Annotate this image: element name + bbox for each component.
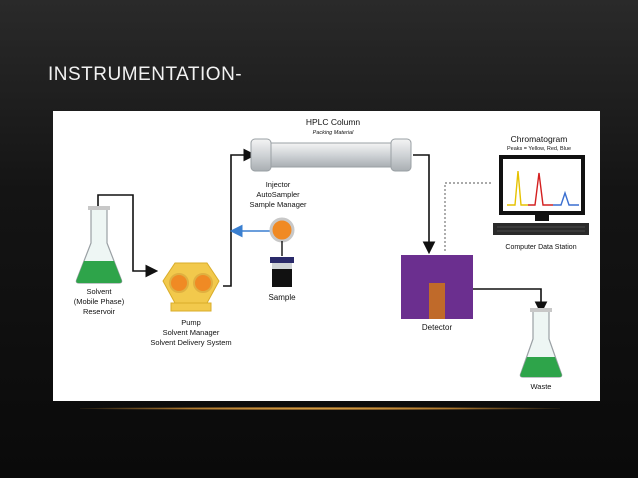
injector-label-2: AutoSampler [256,190,300,199]
detector-to-computer-signal [444,182,493,251]
hplc-column: HPLC Column Packing Material [250,117,412,172]
solvent-label-3: Reservoir [83,307,116,316]
sample-label: Sample [268,293,296,302]
hplc-diagram-svg: HPLC Column Packing Material Injector Au… [74,117,589,391]
peak-blue [553,190,579,206]
keyboard [493,223,589,235]
column-label: HPLC Column [306,117,361,127]
detector-cell [429,283,445,319]
injector-label-3: Sample Manager [249,200,307,209]
hplc-diagram: HPLC Column Packing Material Injector Au… [53,111,600,401]
pump: Pump Solvent Manager Solvent Delivery Sy… [150,262,232,347]
sample-vial: Sample [268,257,296,302]
pump-label-3: Solvent Delivery System [150,338,231,347]
slide-title: INSTRUMENTATION- [48,64,243,85]
solvent-label-1: Solvent [86,287,112,296]
column-to-detector-line [413,154,436,255]
detector-to-waste-line [471,288,548,315]
chromatogram-peaks-label: Peaks = Yellow, Red, Blue [507,146,571,152]
pump-port-right [193,273,213,293]
detector-label: Detector [422,323,453,332]
column-sublabel: Packing Material [313,130,354,136]
waste-label: Waste [531,382,552,391]
pump-label-1: Pump [181,318,201,327]
waste-flask: Waste [519,308,563,391]
injector: Injector AutoSampler Sample Manager [249,180,307,256]
computer-data-station: Chromatogram Peaks = Yellow, Red, Blue C… [493,134,589,251]
peak-red [528,172,553,206]
injector-valve [269,217,295,243]
peak-yellow [507,170,528,206]
title-underline-glow [80,407,560,410]
injector-label-1: Injector [266,180,291,189]
computer-label: Computer Data Station [505,244,576,251]
solvent-label-2: (Mobile Phase) [74,297,125,306]
pump-to-column-line [223,148,257,287]
detector: Detector [401,255,473,332]
pump-port-left [169,273,189,293]
pump-label-2: Solvent Manager [163,328,220,337]
flow-lines [97,148,548,315]
solvent-reservoir: Solvent (Mobile Phase) Reservoir [74,206,125,316]
chromatogram-title: Chromatogram [511,134,568,144]
reservoir-to-pump-line [97,194,159,278]
